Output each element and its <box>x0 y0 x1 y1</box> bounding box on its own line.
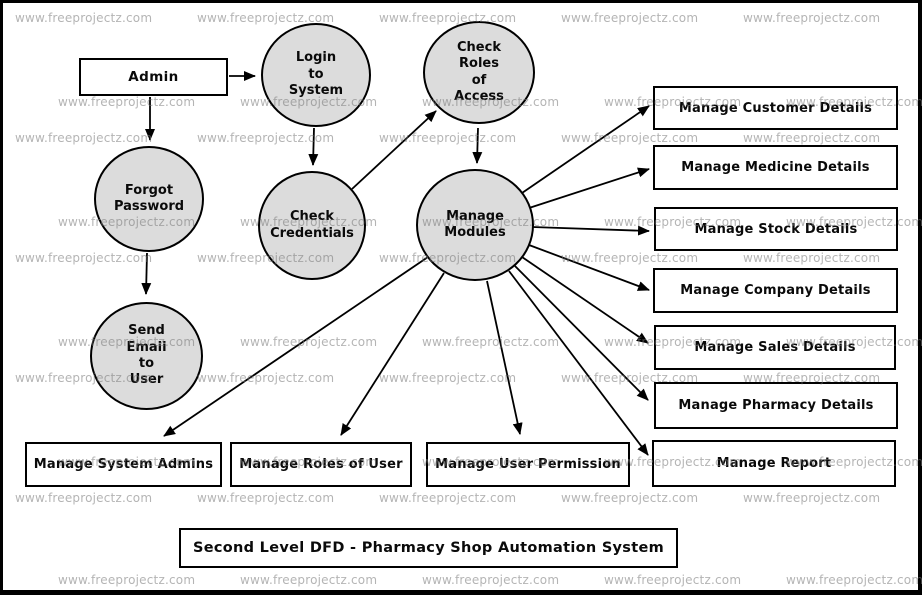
box-label: Manage Stock Details <box>694 221 858 237</box>
process-label-line: to <box>308 66 324 82</box>
box-manage-roles-of-user: Manage Roles of User <box>230 442 412 487</box>
arrow-modules-to-stock <box>531 225 650 236</box>
box-manage-company-details: Manage Company Details <box>653 268 898 313</box>
process-label-line: of <box>471 72 487 88</box>
process-label-line: Emaii <box>126 339 167 355</box>
arrow-modules-to-report <box>508 270 649 456</box>
box-manage-system-admins: Manage System Admins <box>25 442 222 487</box>
box-label: Manage System Admins <box>33 457 214 472</box>
arrow-login-to-check-credentials <box>308 127 319 166</box>
flow-arrows <box>141 71 650 456</box>
arrow-modules-to-medicine <box>528 167 650 209</box>
box-manage-customer-details: Manage Customer Details <box>653 86 898 130</box>
box-label: Manage Roles of User <box>239 457 403 472</box>
process-label-line: Login <box>295 50 337 66</box>
arrow-modules-to-sales <box>521 256 649 344</box>
process-check-roles-of-access: Check Roles of Access <box>423 21 535 124</box>
process-label-line: Manage <box>446 208 504 224</box>
box-label: Manage Pharmacy Details <box>678 398 874 413</box>
box-manage-report: Manage Report <box>652 440 896 487</box>
box-label: Manage Sales Details <box>694 340 856 355</box>
box-label: Manage Customer Details <box>678 100 873 116</box>
diagram-title: Second Level DFD - Pharmacy Shop Automat… <box>192 540 665 556</box>
box-label: Manage Company Details <box>680 283 871 298</box>
process-login-to-system: Login to System <box>261 23 371 127</box>
process-label-line: System <box>288 83 344 99</box>
box-manage-user-permission: Manage User Permission <box>426 442 630 487</box>
process-label-line: User <box>129 372 164 388</box>
process-forgot-password: Forgot Password <box>94 146 204 252</box>
process-label-line: to <box>138 356 155 371</box>
arrow-check-roles-to-manage-modules <box>472 127 483 164</box>
diagram-title-box: Second Level DFD - Pharmacy Shop Automat… <box>179 528 678 568</box>
process-label-line: Check <box>457 39 501 55</box>
arrow-modules-to-roles-user <box>340 272 445 436</box>
process-label-line: Access <box>454 88 504 104</box>
process-label-line: Modules <box>444 225 506 240</box>
box-manage-stock-details: Manage Stock Details <box>654 207 898 251</box>
process-label-line: Credentials <box>270 225 354 241</box>
arrow-modules-to-company <box>528 244 650 291</box>
process-label-line: Password <box>113 199 185 214</box>
arrow-check-credentials-to-check-roles <box>351 110 437 190</box>
process-label-line: Forgot <box>124 182 174 198</box>
entity-admin-label: Admin <box>128 69 179 85</box>
arrow-modules-to-user-permission <box>486 280 523 435</box>
box-manage-sales-details: Manage Sales Details <box>654 325 896 370</box>
arrow-modules-to-pharmacy <box>514 265 649 401</box>
process-label-line: Roles <box>459 56 499 72</box>
arrow-modules-to-system-admins <box>163 256 429 437</box>
arrow-forgot-to-send-email <box>141 252 152 295</box>
box-label: Manage Report <box>716 456 832 471</box>
process-label-line: Send <box>128 323 165 339</box>
process-manage-modules: Manage Modules <box>416 169 534 281</box>
arrow-modules-to-customer <box>521 105 650 194</box>
process-label-line: Check <box>290 209 334 225</box>
process-check-credentials: Check Credentials <box>258 171 366 280</box>
box-label: Manage Medicine Details <box>681 160 870 175</box>
process-send-email-to-user: Send Emaii to User <box>90 302 203 410</box>
entity-admin: Admin <box>79 58 228 96</box>
box-label: Manage User Permission <box>435 457 621 472</box>
box-manage-pharmacy-details: Manage Pharmacy Details <box>654 382 898 429</box>
box-manage-medicine-details: Manage Medicine Details <box>653 145 898 190</box>
